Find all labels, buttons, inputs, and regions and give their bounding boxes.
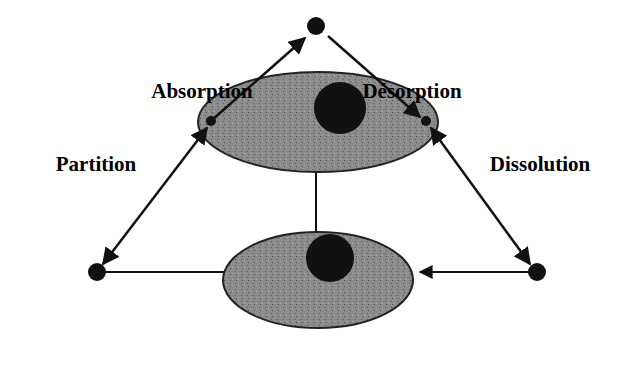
process-label: Dissolution (490, 153, 590, 176)
base-arrow (420, 271, 532, 273)
process-label: Partition (56, 153, 136, 176)
desorption-arrow (328, 36, 420, 117)
partition-arrow (103, 128, 207, 264)
corner-dot (528, 263, 546, 281)
base-line (100, 271, 240, 273)
lower-core (306, 234, 354, 282)
process-label: Désorption (362, 80, 461, 103)
lower-ellipse (223, 232, 413, 328)
junction-dot (206, 116, 216, 126)
upper-core (314, 82, 366, 134)
process-label: Absorption (151, 80, 253, 103)
absorption-arrow (212, 38, 305, 120)
stem-line (315, 170, 317, 238)
junction-dot (421, 116, 431, 126)
corner-dot (88, 263, 106, 281)
corner-dot (307, 17, 325, 35)
dissolution-arrow (431, 128, 530, 264)
